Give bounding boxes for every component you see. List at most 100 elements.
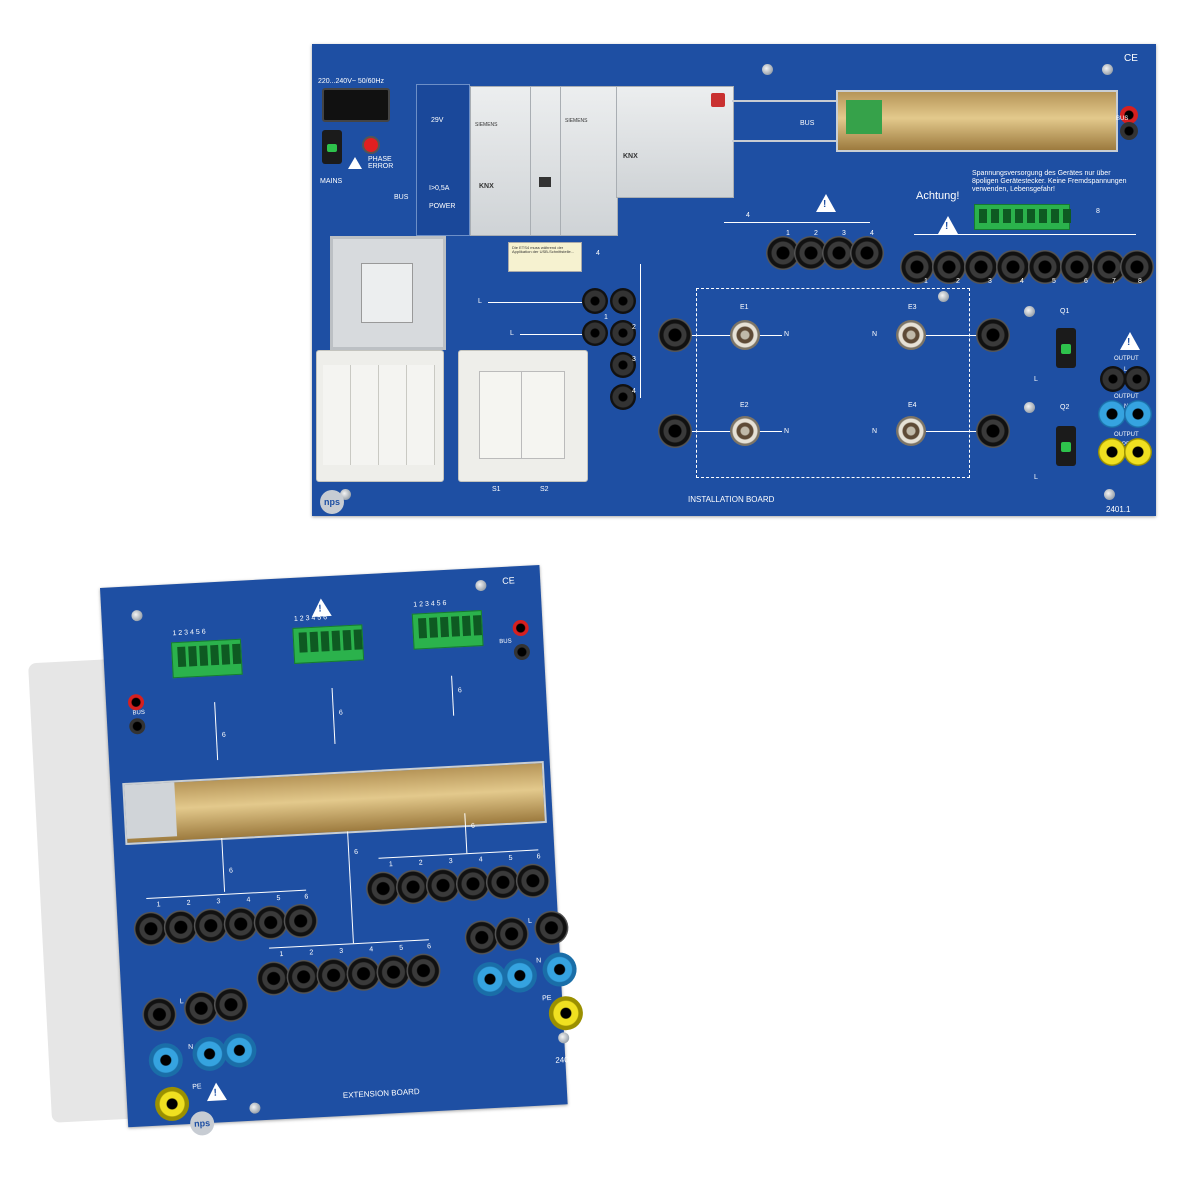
switch-s2[interactable] — [458, 350, 588, 482]
terminal-socket-5-label: 5 — [1052, 278, 1056, 285]
ext-l-socket-3[interactable] — [213, 986, 249, 1023]
lamp-socket-e3-l[interactable] — [976, 318, 1010, 352]
q1-switch[interactable] — [1056, 328, 1076, 368]
lamp-e2-label: E2 — [740, 402, 749, 409]
output-pe-socket-1[interactable] — [1098, 438, 1126, 466]
s1-label: S1 — [492, 486, 501, 493]
switch-socket-2b[interactable] — [610, 320, 636, 346]
ext-socket-a1-label: 1 — [156, 901, 161, 909]
nps-logo: nps — [189, 1110, 215, 1136]
switch-socket-1[interactable] — [582, 288, 608, 314]
terminal-socket-1-label: 1 — [924, 278, 928, 285]
6-pin-terminal-2[interactable] — [292, 624, 365, 664]
busbar-insert — [846, 100, 882, 134]
switch-socket-4[interactable] — [610, 384, 636, 410]
current-label: I>0,5A — [429, 185, 450, 192]
ext-socket-a2-label: 2 — [186, 899, 191, 907]
rocker-right[interactable] — [521, 371, 565, 459]
ext-socket-b5-label: 5 — [399, 944, 404, 952]
terminal-socket-1[interactable] — [900, 250, 934, 284]
warning-icon: ! — [206, 1082, 227, 1102]
ce-mark: CE — [501, 575, 515, 586]
status-led — [711, 93, 725, 107]
ext-n-socket-1[interactable] — [147, 1042, 184, 1079]
output-n-socket-1[interactable] — [1098, 400, 1126, 428]
bus-socket-black-left[interactable] — [128, 717, 146, 735]
mains-switch[interactable] — [322, 130, 342, 164]
bus-socket-red-right[interactable] — [512, 619, 530, 637]
terminal-socket-3[interactable] — [964, 250, 998, 284]
ext-socket-b2-label: 2 — [309, 949, 314, 957]
output-l-socket-2[interactable] — [1124, 366, 1150, 392]
lamp-e4-label: E4 — [908, 402, 917, 409]
screw — [1024, 306, 1035, 317]
bundle-6: 6 — [221, 731, 226, 739]
6-pin-terminal-3[interactable] — [411, 610, 484, 650]
lamp-socket-e4-l[interactable] — [976, 414, 1010, 448]
terminal-socket-2[interactable] — [932, 250, 966, 284]
terminal-2-pins: 1 2 3 4 5 6 — [293, 614, 328, 623]
terminal-socket-4[interactable] — [996, 250, 1030, 284]
ext-pe-socket-right[interactable] — [548, 995, 584, 1032]
6-pin-terminal-1[interactable] — [170, 638, 243, 679]
q2-label: Q2 — [1060, 404, 1070, 411]
ext-socket-a6[interactable] — [282, 903, 319, 939]
power-label: POWER — [429, 203, 456, 210]
switch-socket-2[interactable] — [582, 320, 608, 346]
bus-socket-black-right[interactable] — [513, 643, 531, 661]
output-l-socket-1[interactable] — [1100, 366, 1126, 392]
l-label: L — [510, 330, 514, 337]
installation-board: CE 220...240V~ 50/60Hz MAINS PHASE ERROR… — [312, 44, 1156, 516]
output-n-socket-2[interactable] — [1124, 400, 1152, 428]
ext-l-socket-1[interactable] — [141, 996, 178, 1033]
terminal-socket-8[interactable] — [1120, 250, 1154, 284]
s2-label: S2 — [540, 486, 549, 493]
wire — [914, 234, 1136, 235]
ext-socket-b6-label: 6 — [427, 943, 432, 951]
board-number: 2401.1 — [1106, 505, 1131, 514]
bus-socket-red-left[interactable] — [127, 693, 145, 711]
usb-port[interactable] — [539, 177, 551, 187]
ext-socket-a4-label: 4 — [246, 896, 251, 904]
terminal-socket-7-label: 7 — [1112, 278, 1116, 285]
push-button-s1[interactable] — [316, 350, 444, 482]
bus-socket-black[interactable] — [1120, 122, 1138, 140]
knx-interface-module: SIEMENS KNX — [470, 86, 532, 236]
ext-l-socket-5[interactable] — [493, 916, 530, 952]
controller-module — [361, 263, 413, 323]
n-label: N — [784, 428, 790, 435]
power-supply: 29V I>0,5A POWER — [416, 84, 470, 236]
bus-socket-red[interactable] — [1120, 106, 1138, 124]
ext-n-socket-5[interactable] — [501, 957, 538, 994]
terminal-socket-5[interactable] — [1028, 250, 1062, 284]
ext-l-socket-6[interactable] — [533, 909, 570, 946]
switch-row-2: 2 — [632, 324, 636, 331]
output-pe-socket-2[interactable] — [1124, 438, 1152, 466]
output-socket-4[interactable] — [850, 236, 884, 270]
ext-pe-socket-left[interactable] — [154, 1086, 190, 1122]
lamp-socket-e2-l[interactable] — [658, 414, 692, 448]
switch-socket-3[interactable] — [610, 352, 636, 378]
knx-binary-input: SIEMENS — [560, 86, 618, 236]
ext-socket-a3-label: 3 — [216, 898, 221, 906]
ext-n-socket-3[interactable] — [221, 1032, 258, 1069]
rocker-left[interactable] — [479, 371, 523, 459]
warning-icon — [348, 157, 362, 169]
board-title: INSTALLATION BOARD — [688, 495, 775, 504]
terminal-socket-2-label: 2 — [956, 278, 960, 285]
ext-socket-b6[interactable] — [405, 952, 442, 989]
wire — [146, 889, 307, 900]
mains-inlet[interactable] — [322, 88, 390, 122]
ext-socket-c6[interactable] — [515, 862, 551, 899]
q2-switch[interactable] — [1056, 426, 1076, 466]
bundle-6: 6 — [354, 848, 359, 857]
wire — [488, 302, 582, 303]
ce-mark: CE — [1124, 53, 1138, 64]
8-pin-terminal[interactable] — [974, 204, 1071, 230]
screw — [762, 64, 773, 75]
ext-n-socket-6[interactable] — [541, 951, 578, 988]
switch-socket-1b[interactable] — [610, 288, 636, 314]
output-socket-3-label: 3 — [842, 230, 846, 237]
terminal-socket-6[interactable] — [1060, 250, 1094, 284]
lamp-socket-e1-l[interactable] — [658, 318, 692, 352]
